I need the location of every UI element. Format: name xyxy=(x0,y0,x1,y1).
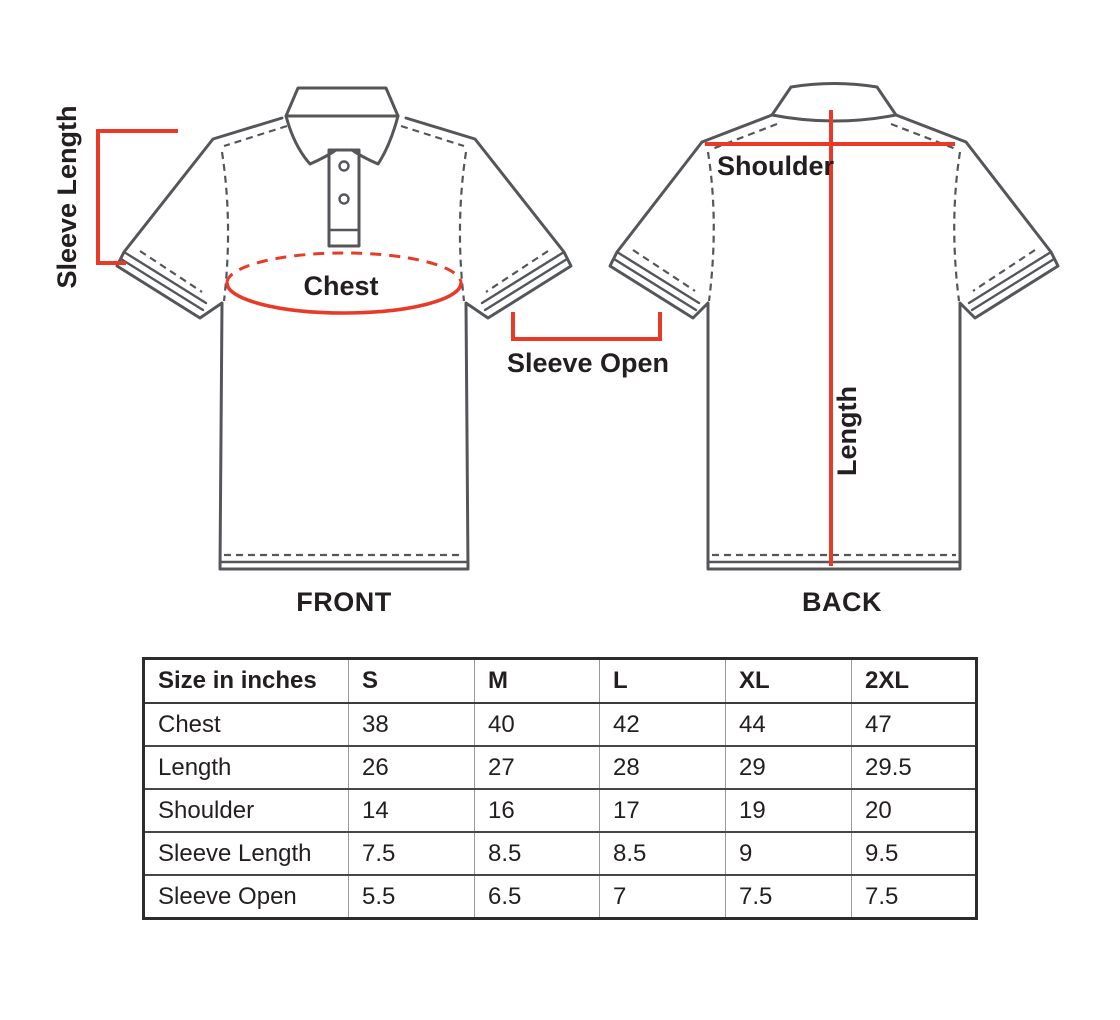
size-value: 7 xyxy=(599,874,726,919)
back-stitch-dashes xyxy=(632,122,1036,557)
size-value: 8.5 xyxy=(474,831,600,875)
size-value: 9.5 xyxy=(851,831,977,875)
sleeve-open-label: Sleeve Open xyxy=(507,348,669,378)
size-value: 27 xyxy=(474,745,600,789)
table-row-chest: Chest 38 40 42 44 47 xyxy=(143,702,977,746)
col-header-measure: Size in inches xyxy=(143,657,349,704)
front-shirt xyxy=(115,86,573,571)
button-top xyxy=(338,160,350,172)
table-row-shoulder: Shoulder 14 16 17 19 20 xyxy=(143,788,977,832)
size-value: 42 xyxy=(599,702,726,746)
size-value: 19 xyxy=(725,788,852,832)
size-value: 26 xyxy=(348,745,475,789)
size-value: 16 xyxy=(474,788,600,832)
size-diagram: Sleeve Length Chest Sleeve Open Shoulder… xyxy=(52,82,1060,617)
back-body-outline xyxy=(608,113,1060,571)
chest-ellipse-bottom xyxy=(225,282,463,315)
size-table: Size in inches S M L XL 2XL Chest 38 40 … xyxy=(142,657,978,920)
size-value: 20 xyxy=(851,788,977,832)
front-stitch-dashes xyxy=(139,124,549,557)
size-value: 47 xyxy=(851,702,977,746)
button-bottom xyxy=(338,193,350,205)
row-label: Sleeve Length xyxy=(143,831,349,875)
size-value: 7.5 xyxy=(851,874,977,919)
table-header-row: Size in inches S M L XL 2XL xyxy=(143,657,977,704)
table-row-sleeve-open: Sleeve Open 5.5 6.5 7 7.5 7.5 xyxy=(143,874,977,919)
sleeve-length-bracket xyxy=(96,129,178,265)
back-caption: BACK xyxy=(802,587,882,617)
row-label: Sleeve Open xyxy=(143,874,349,919)
size-value: 8.5 xyxy=(599,831,726,875)
sleeve-open-bracket xyxy=(511,312,662,341)
row-label: Chest xyxy=(143,702,349,746)
size-value: 7.5 xyxy=(348,831,475,875)
size-value: 5.5 xyxy=(348,874,475,919)
size-value: 40 xyxy=(474,702,600,746)
table-row-sleeve-length: Sleeve Length 7.5 8.5 8.5 9 9.5 xyxy=(143,831,977,875)
front-collar-right-flap xyxy=(350,114,400,166)
size-value: 29 xyxy=(725,745,852,789)
row-label: Shoulder xyxy=(143,788,349,832)
shoulder-label: Shoulder xyxy=(717,151,834,181)
col-header-s: S xyxy=(348,657,475,704)
front-collar-band xyxy=(284,86,400,118)
chest-ellipse-top xyxy=(225,251,463,284)
sleeve-length-label: Sleeve Length xyxy=(52,105,82,288)
size-value: 7.5 xyxy=(725,874,852,919)
col-header-l: L xyxy=(599,657,726,704)
size-value: 28 xyxy=(599,745,726,789)
col-header-m: M xyxy=(474,657,600,704)
back-cuff-seams xyxy=(612,250,1056,312)
back-collar xyxy=(770,82,898,123)
size-value: 29.5 xyxy=(851,745,977,789)
front-caption: FRONT xyxy=(296,587,391,617)
col-header-xl: XL xyxy=(725,657,852,704)
size-value: 17 xyxy=(599,788,726,832)
back-shirt xyxy=(608,82,1060,571)
table-row-length: Length 26 27 28 29 29.5 xyxy=(143,745,977,789)
measurement-annotations xyxy=(96,110,955,566)
front-collar-left-flap xyxy=(284,114,338,166)
size-value: 44 xyxy=(725,702,852,746)
size-value: 38 xyxy=(348,702,475,746)
row-label: Length xyxy=(143,745,349,789)
size-value: 14 xyxy=(348,788,475,832)
chest-label: Chest xyxy=(303,271,378,301)
col-header-2xl: 2XL xyxy=(851,657,977,704)
front-cuff-seams xyxy=(119,250,569,312)
size-value: 9 xyxy=(725,831,852,875)
front-body-outline xyxy=(115,116,573,571)
size-value: 6.5 xyxy=(474,874,600,919)
length-label: Length xyxy=(832,386,862,476)
